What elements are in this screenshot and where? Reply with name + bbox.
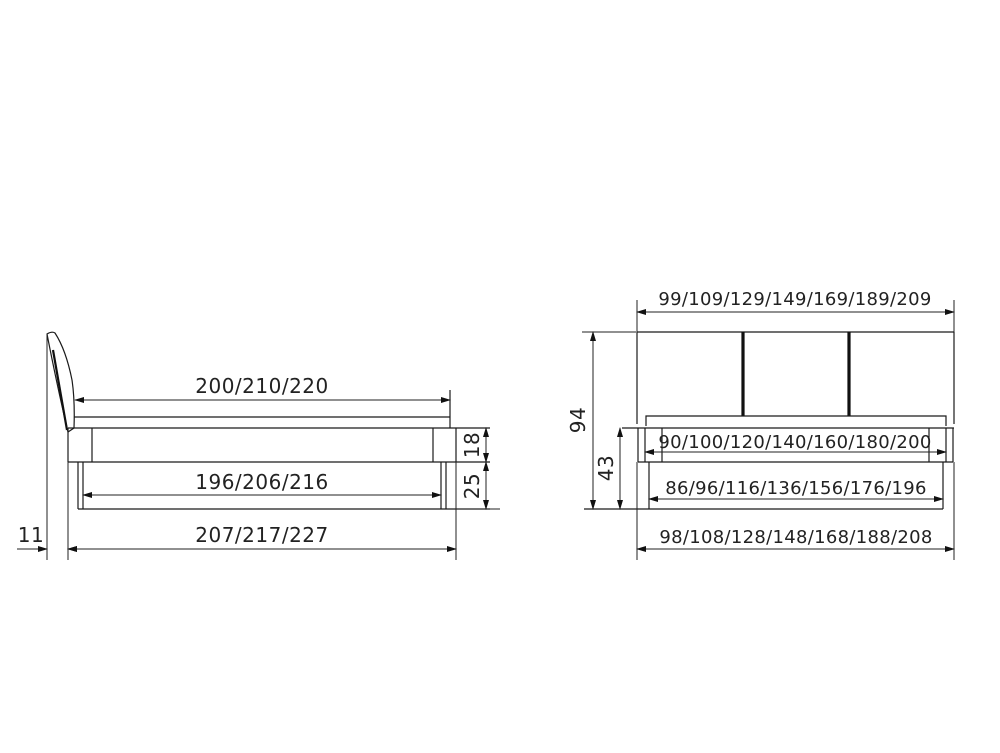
dim-headboard-width: 99/109/129/149/169/189/209 — [658, 289, 931, 310]
headboard-side — [46, 331, 75, 433]
dim-inner-length: 200/210/220 — [195, 374, 329, 398]
bed-frame-front — [622, 427, 954, 463]
dim-leg-height: 25 — [460, 473, 484, 499]
bed-frame-side — [67, 427, 490, 463]
dim-slat-length: 196/206/216 — [195, 470, 329, 494]
dim-bed-height: 43 — [594, 455, 618, 481]
dim-headboard-offset: 11 — [18, 523, 44, 547]
dim-frame-height: 18 — [460, 432, 484, 458]
front-view: 99/109/129/149/169/189/209 90/100/120/14… — [566, 289, 955, 560]
headboard-front — [636, 331, 955, 426]
dim-mattress-width: 90/100/120/140/160/180/200 — [658, 432, 931, 453]
dim-overall-length: 207/217/227 — [195, 523, 329, 547]
dim-overall-width: 98/108/128/148/168/188/208 — [659, 527, 932, 548]
slat-base-side — [77, 462, 490, 510]
dim-slat-width: 86/96/116/136/156/176/196 — [665, 478, 926, 499]
dim-overall-height: 94 — [566, 407, 590, 433]
side-view: 200/210/220 196/206/216 207/217/227 11 1… — [17, 331, 500, 560]
